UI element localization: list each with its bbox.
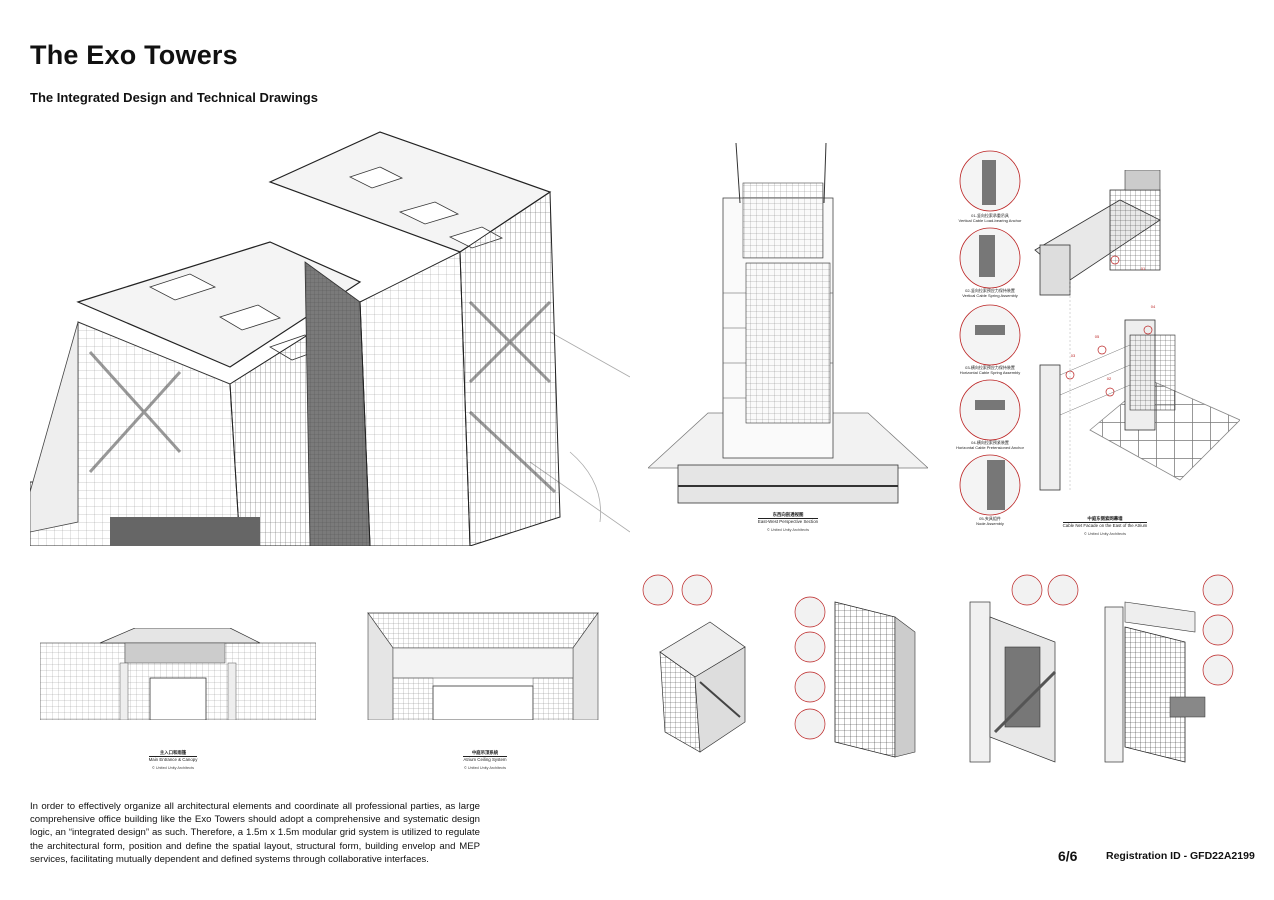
page-title: The Exo Towers [30,40,238,70]
entrance-caption-en: Main Entrance & Canopy [148,755,198,762]
detail-label-04: 04-横向拉索预紧装置 Horizontal Cable Pretensione… [950,440,1030,450]
page-number: 6/6 [1058,848,1078,864]
main-entrance-drawing [40,628,316,720]
cable-net-facade-drawing [1030,170,1240,505]
registration-id: Registration ID - GFD22A2199 [1106,850,1255,862]
facade-caption-en: Cable Net Facade on the East of the Atri… [1062,521,1148,528]
callout-02: 02 [1106,376,1112,381]
perspective-section-drawing [648,143,928,508]
facade-detail-drawing-2 [790,592,940,768]
facade-detail-drawing-4 [1100,572,1240,768]
entrance-caption: 主入口和雨篷 Main Entrance & Canopy © United U… [118,750,228,771]
detail-label-01-en: Vertical Cable Load-bearing Anchor [958,218,1022,223]
facade-credit: © United Unity Architects [1083,531,1127,536]
facade-detail-drawing-3 [965,572,1080,768]
section-caption: 东西向剖透视图 East-West Perspective Section © … [728,512,848,533]
detail-label-04-cn: 04-横向拉索预紧装置 [971,440,1009,445]
detail-circles-drawing [957,150,1023,525]
atrium-caption: 中庭吊顶系统 Atrium Ceiling System © United Un… [430,750,540,771]
entrance-caption-cn: 主入口和雨篷 [159,750,187,755]
detail-label-01: 01-竖向拉索承重吊具 Vertical Cable Load-bearing … [950,213,1030,223]
section-caption-cn: 东西向剖透视图 [772,512,804,517]
facade-caption: 中庭东侧索网幕墙 Cable Net Facade on the East of… [1040,516,1170,537]
detail-label-03-en: Horizontal Cable Spring Assembly [959,370,1021,375]
page-subtitle: The Integrated Design and Technical Draw… [30,90,318,105]
section-credit: © United Unity Architects [766,527,810,532]
section-caption-en: East-West Perspective Section [757,517,819,524]
atrium-caption-en: Atrium Ceiling System [463,755,507,762]
detail-label-02-en: Vertical Cable Spring Assembly [962,293,1018,298]
description-paragraph: In order to effectively organize all arc… [30,801,480,865]
detail-label-05: 05-夹具组件 Node Assembly [950,516,1030,526]
detail-label-05-en: Node Assembly [976,521,1004,526]
atrium-ceiling-drawing [363,608,603,720]
detail-label-05-cn: 05-夹具组件 [979,516,1001,521]
callout-01: 01 [1140,266,1146,271]
facade-caption-cn: 中庭东侧索网幕墙 [1087,516,1123,521]
axonometric-tower-drawing [30,122,630,546]
detail-label-01-cn: 01-竖向拉索承重吊具 [971,213,1009,218]
detail-label-04-en: Horizontal Cable Pretensioned Anchor [956,445,1024,450]
atrium-caption-cn: 中庭吊顶系统 [471,750,499,755]
detail-label-03-cn: 03-横向拉索预应力保持装置 [965,365,1015,370]
detail-label-02: 02-竖向拉索预应力保持装置 Vertical Cable Spring Ass… [950,288,1030,298]
entrance-credit: © United Unity Architects [151,765,195,770]
detail-label-02-cn: 02-竖向拉索预应力保持装置 [965,288,1015,293]
callout-04: 04 [1150,304,1156,309]
callout-03: 03 [1070,353,1076,358]
facade-detail-drawing-1 [640,572,750,772]
detail-label-03: 03-横向拉索预应力保持装置 Horizontal Cable Spring A… [950,365,1030,375]
callout-05: 05 [1094,334,1100,339]
atrium-credit: © United Unity Architects [463,765,507,770]
